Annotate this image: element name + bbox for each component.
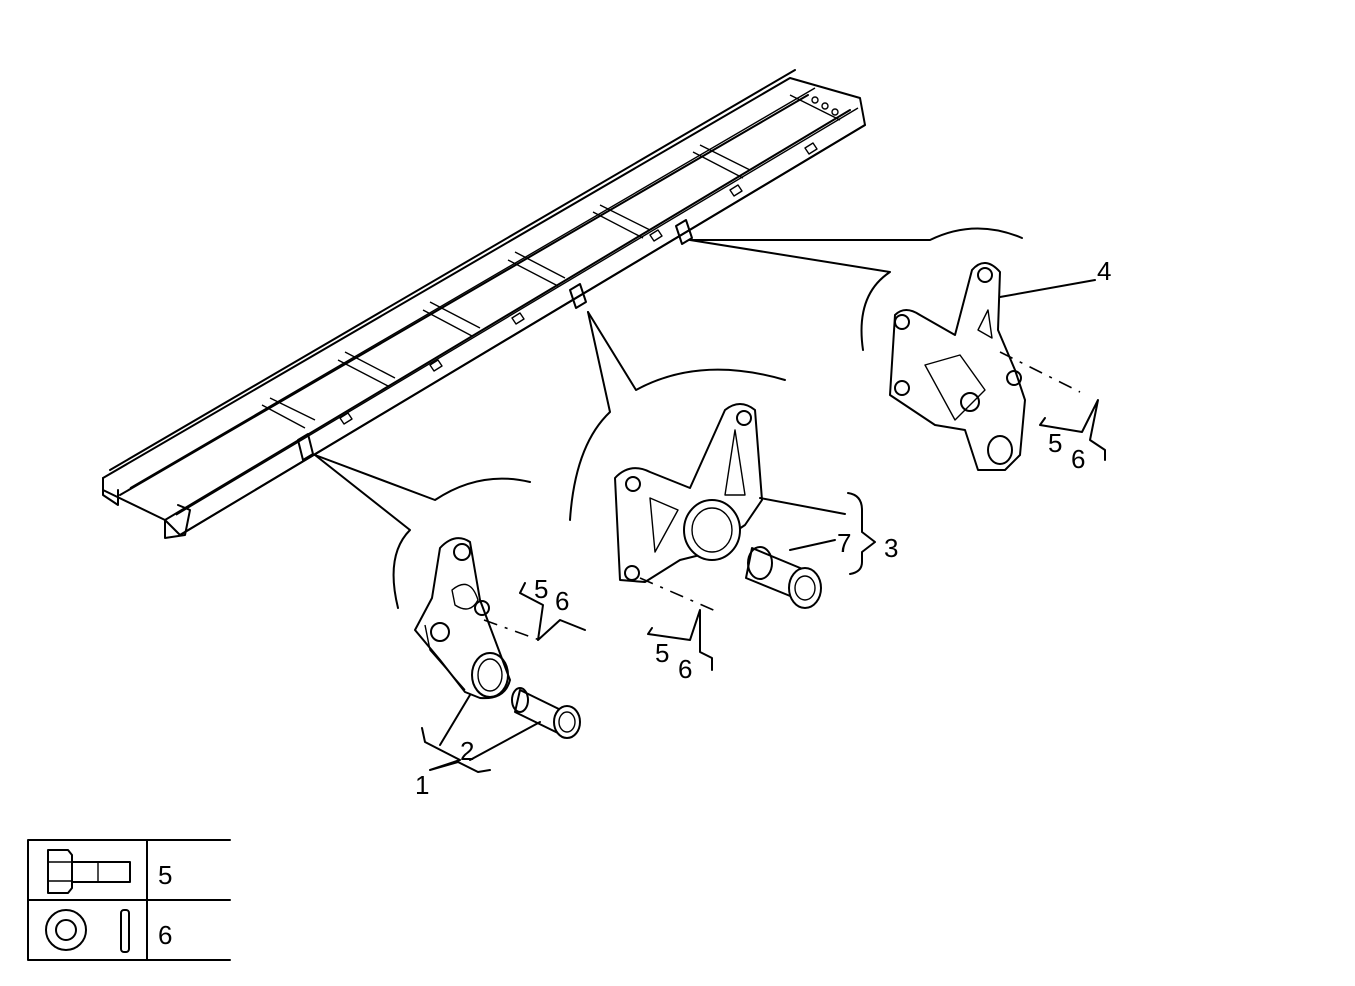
callout-braces — [421, 399, 1106, 773]
bolt-icon — [47, 849, 131, 894]
callout-7: 7 — [837, 528, 851, 558]
chassis-frame — [102, 69, 866, 539]
front-bracket — [414, 537, 511, 700]
callout-2: 2 — [460, 736, 474, 766]
fastener-legend: 5 6 — [27, 839, 231, 961]
washer-icon — [45, 909, 130, 953]
callout-6-front: 6 — [555, 586, 569, 616]
callout-5-rear: 5 — [1048, 428, 1062, 458]
legend-number-6: 6 — [158, 920, 172, 950]
rear-bracket — [889, 262, 1026, 471]
callout-1: 1 — [415, 770, 429, 800]
legend-number-5: 5 — [158, 860, 172, 890]
callout-5-center: 5 — [655, 638, 669, 668]
callout-6-center: 6 — [678, 654, 692, 684]
callout-labels: 1 2 3 4 7 5 6 5 6 5 6 — [415, 256, 1111, 800]
callout-6-rear: 6 — [1071, 444, 1085, 474]
leader-curves — [314, 227, 1023, 609]
center-bush — [745, 546, 822, 609]
front-bush — [511, 687, 581, 739]
callout-5-front: 5 — [534, 574, 548, 604]
callout-3: 3 — [884, 533, 898, 563]
callout-4: 4 — [1097, 256, 1111, 286]
center-bracket — [614, 403, 763, 583]
